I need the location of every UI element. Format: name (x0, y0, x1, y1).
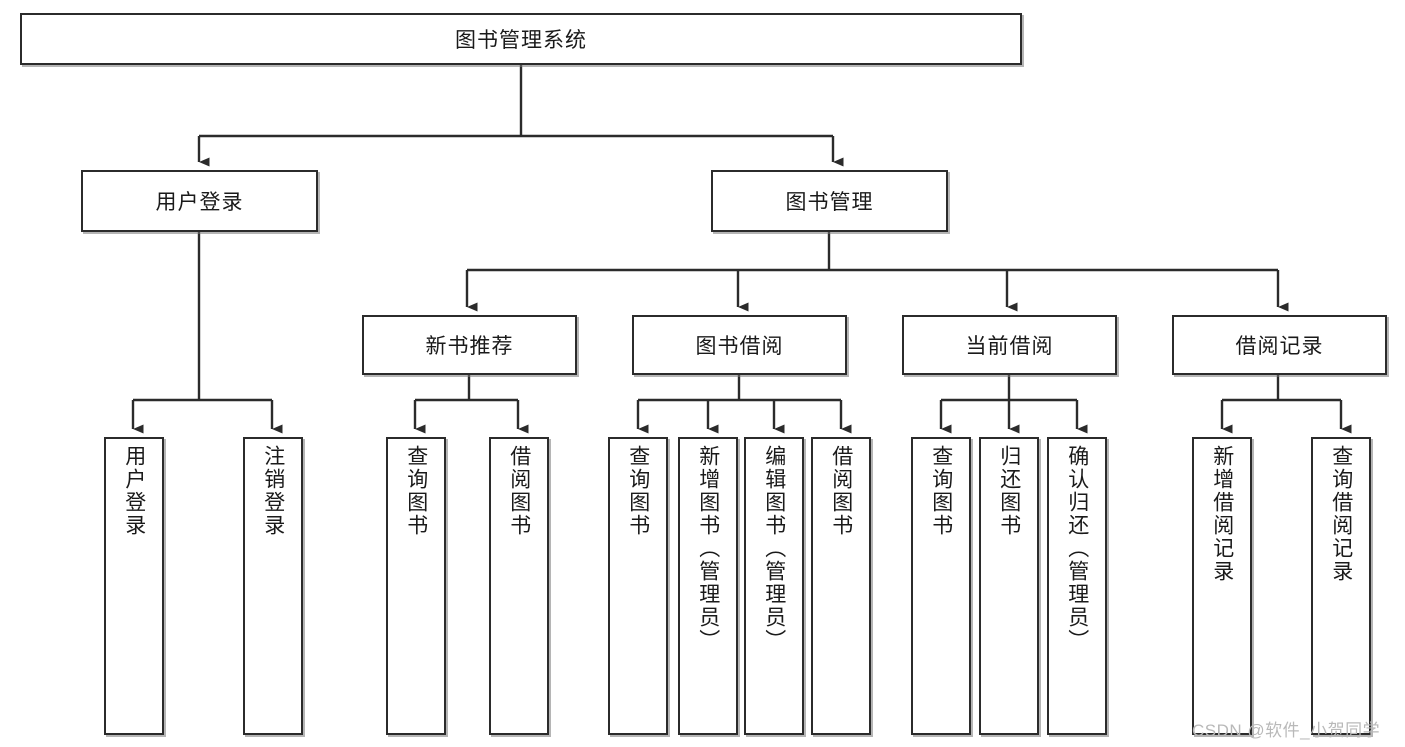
node-leaf-borrow-book-2[interactable]: 借阅图书 (811, 437, 871, 735)
csdn-watermark-text: CSDN @软件_小贺同学 (1192, 721, 1381, 740)
node-leaf-query-book-1[interactable]: 查询图书 (386, 437, 446, 735)
node-user-login-label: 用户登录 (155, 191, 244, 214)
node-leaf-logout-login-label: 注销登录 (261, 445, 285, 537)
node-leaf-borrow-book-2-label: 借阅图书 (829, 445, 853, 537)
node-leaf-confirm-return-admin[interactable]: 确认归还（管理员） (1047, 437, 1107, 735)
node-leaf-edit-book-admin-label: 编辑图书（管理员） (762, 445, 786, 652)
node-new-book-recommend[interactable]: 新书推荐 (362, 315, 577, 375)
node-leaf-query-book-2-label: 查询图书 (626, 445, 650, 537)
node-leaf-return-book[interactable]: 归还图书 (979, 437, 1039, 735)
node-leaf-query-book-1-label: 查询图书 (404, 445, 428, 537)
node-book-borrow-label: 图书借阅 (695, 335, 784, 358)
node-root-label: 图书管理系统 (455, 29, 587, 52)
node-user-login[interactable]: 用户登录 (81, 170, 318, 232)
node-leaf-query-book-3[interactable]: 查询图书 (911, 437, 971, 735)
node-leaf-add-borrow-record[interactable]: 新增借阅记录 (1192, 437, 1252, 735)
node-root[interactable]: 图书管理系统 (20, 13, 1022, 65)
node-leaf-confirm-return-admin-label: 确认归还（管理员） (1065, 445, 1089, 652)
node-book-borrow[interactable]: 图书借阅 (632, 315, 847, 375)
node-leaf-user-login[interactable]: 用户登录 (104, 437, 164, 735)
csdn-watermark: CSDN @软件_小贺同学 (1192, 716, 1380, 741)
node-leaf-query-borrow-record[interactable]: 查询借阅记录 (1311, 437, 1371, 735)
node-current-borrow[interactable]: 当前借阅 (902, 315, 1117, 375)
node-leaf-logout-login[interactable]: 注销登录 (243, 437, 303, 735)
node-leaf-borrow-book-1-label: 借阅图书 (507, 445, 531, 537)
node-borrow-record-label: 借阅记录 (1235, 335, 1324, 358)
node-leaf-add-book-admin[interactable]: 新增图书（管理员） (678, 437, 738, 735)
node-leaf-add-book-admin-label: 新增图书（管理员） (696, 445, 720, 652)
node-leaf-query-borrow-record-label: 查询借阅记录 (1329, 445, 1353, 583)
node-leaf-query-book-2[interactable]: 查询图书 (608, 437, 668, 735)
node-current-borrow-label: 当前借阅 (965, 335, 1054, 358)
node-book-manage[interactable]: 图书管理 (711, 170, 948, 232)
node-leaf-user-login-label: 用户登录 (122, 445, 146, 537)
node-new-book-recommend-label: 新书推荐 (425, 335, 514, 358)
node-leaf-query-book-3-label: 查询图书 (929, 445, 953, 537)
node-borrow-record[interactable]: 借阅记录 (1172, 315, 1387, 375)
node-leaf-borrow-book-1[interactable]: 借阅图书 (489, 437, 549, 735)
node-leaf-add-borrow-record-label: 新增借阅记录 (1210, 445, 1234, 583)
node-book-manage-label: 图书管理 (785, 191, 874, 214)
node-leaf-edit-book-admin[interactable]: 编辑图书（管理员） (744, 437, 804, 735)
node-leaf-return-book-label: 归还图书 (997, 445, 1021, 537)
